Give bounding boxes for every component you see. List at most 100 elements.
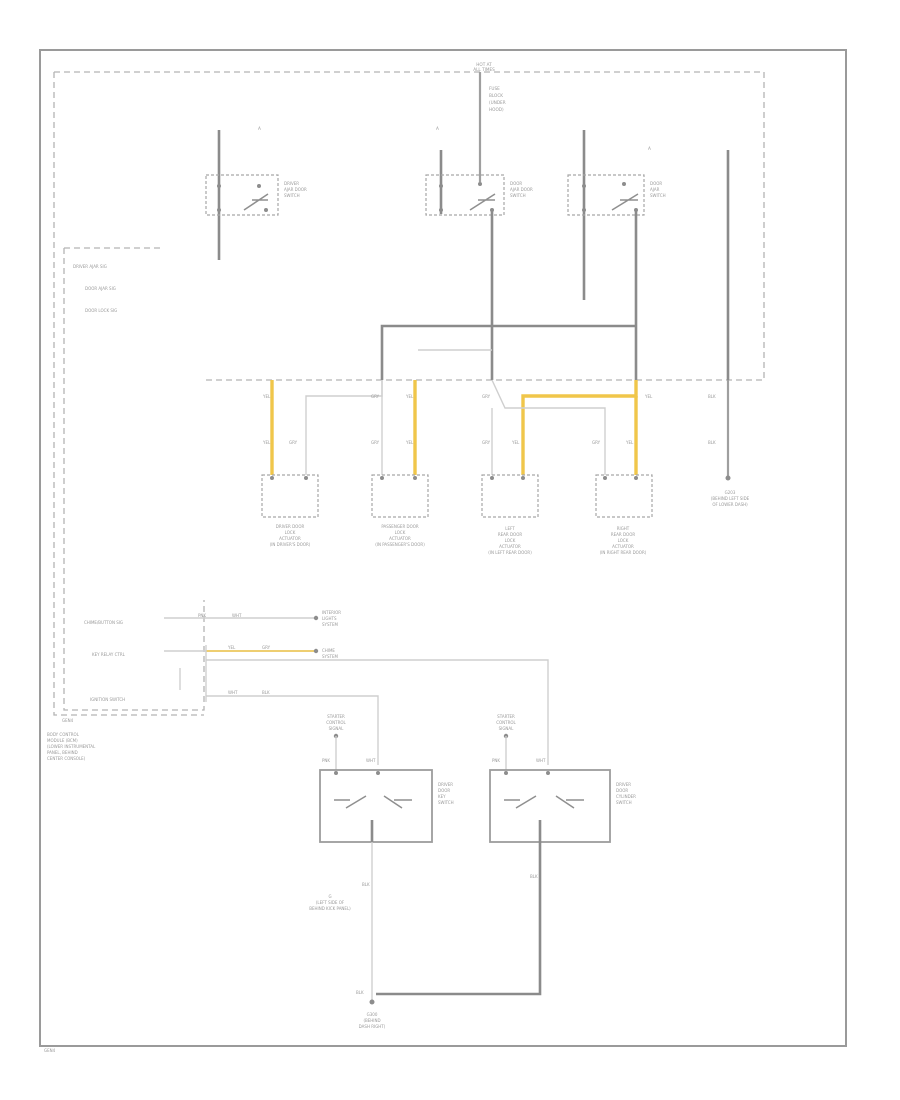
key-switch: DRIVER DOOR KEY SWITCH — [319, 769, 454, 843]
svg-text:REAR DOOR: REAR DOOR — [611, 532, 635, 537]
chime-wire-code: PNK — [198, 613, 206, 618]
corner-tag: GEN4 — [44, 1048, 56, 1053]
svg-text:MODULE (BCM): MODULE (BCM) — [47, 738, 78, 743]
svg-text:GRY: GRY — [482, 394, 491, 399]
door-switch-3: DOOR AJAR SWITCH — [567, 130, 666, 300]
svg-text:(LEFT SIDE OF: (LEFT SIDE OF — [316, 900, 345, 905]
sig-chime: CHIME/BUTTON SIG — [84, 620, 123, 625]
svg-text:SYSTEM: SYSTEM — [322, 654, 338, 659]
bcm-outline — [54, 71, 765, 381]
ground-code-2: BLK — [530, 874, 538, 879]
svg-text:BLK: BLK — [708, 394, 716, 399]
svg-text:YEL: YEL — [405, 394, 414, 399]
svg-text:AJAR DOOR: AJAR DOOR — [510, 187, 533, 192]
chime-wire-code-2: WHT — [232, 613, 242, 618]
svg-text:CHIME: CHIME — [322, 648, 335, 653]
wire-codes: YEL YEL GRY GRY YEL GRY YEL GRY GRY YEL … — [262, 394, 716, 445]
bottom-ground-label: G300 (BEHIND DASH RIGHT) — [359, 1012, 386, 1029]
sig-door-ajar: DOOR AJAR SIG — [85, 286, 116, 291]
svg-text:BODY CONTROL: BODY CONTROL — [47, 732, 80, 737]
ground-path-2 — [376, 842, 542, 996]
svg-text:YEL: YEL — [262, 394, 271, 399]
svg-text:BLOCK: BLOCK — [489, 93, 503, 98]
svg-text:REAR DOOR: REAR DOOR — [498, 532, 522, 537]
svg-text:(BEHIND LEFT SIDE: (BEHIND LEFT SIDE — [711, 496, 750, 501]
svg-text:CENTER CONSOLE): CENTER CONSOLE) — [47, 756, 86, 761]
svg-text:SWITCH: SWITCH — [284, 193, 300, 198]
sw-wire-code-1: PNK — [322, 758, 330, 763]
svg-text:AJAR DOOR: AJAR DOOR — [284, 187, 307, 192]
svg-text:G203: G203 — [725, 490, 736, 495]
svg-text:SWITCH: SWITCH — [650, 193, 666, 198]
bottom-ground-dot — [369, 999, 375, 1005]
ign-wire — [206, 695, 379, 765]
svg-text:(IN LEFT REAR DOOR): (IN LEFT REAR DOOR) — [488, 550, 532, 555]
svg-text:(BEHIND: (BEHIND — [363, 1018, 380, 1023]
svg-text:KEY: KEY — [438, 794, 446, 799]
svg-text:YEL: YEL — [511, 440, 520, 445]
chime-label: INTERIOR LIGHTS SYSTEM — [322, 610, 341, 627]
svg-text:BLK: BLK — [708, 440, 716, 445]
svg-text:YEL: YEL — [625, 440, 634, 445]
gray-wire-3 — [491, 379, 606, 475]
lower-ground-label: G (LEFT SIDE OF BEHIND KICK PANEL) — [309, 894, 351, 911]
sig-key-relay: KEY RELAY CTRL — [92, 652, 126, 657]
svg-text:STARTER: STARTER — [497, 714, 515, 719]
door-switch-1: DRIVER AJAR DOOR SWITCH — [205, 130, 307, 260]
svg-text:GRY: GRY — [289, 440, 298, 445]
svg-text:DASH RIGHT): DASH RIGHT) — [359, 1024, 386, 1029]
sw-wire-code-4: WHT — [536, 758, 546, 763]
svg-text:SWITCH: SWITCH — [438, 800, 454, 805]
svg-text:GRY: GRY — [592, 440, 601, 445]
svg-text:(UNDER: (UNDER — [489, 100, 506, 105]
svg-text:GRY: GRY — [371, 394, 380, 399]
fuse-sub: FUSE BLOCK (UNDER HOOD) — [489, 86, 506, 112]
svg-text:GRY: GRY — [482, 440, 491, 445]
fuse-label-1: HOT AT — [476, 62, 492, 67]
ground-dot-r — [725, 475, 731, 481]
svg-text:BEHIND KICK PANEL): BEHIND KICK PANEL) — [309, 906, 351, 911]
sw3-pin: A — [648, 146, 651, 151]
svg-text:SIGNAL: SIGNAL — [499, 726, 515, 731]
svg-text:GEN4: GEN4 — [62, 718, 74, 723]
svg-text:(IN RIGHT REAR DOOR): (IN RIGHT REAR DOOR) — [600, 550, 647, 555]
svg-text:YEL: YEL — [644, 394, 653, 399]
ground-code-1: BLK — [362, 882, 370, 887]
sw-wire-code-2: WHT — [366, 758, 376, 763]
svg-text:ACTUATOR: ACTUATOR — [612, 544, 634, 549]
bcm-outline-left — [53, 72, 204, 716]
svg-text:G: G — [328, 894, 331, 899]
sw1-pin: A — [258, 126, 261, 131]
svg-text:CYLINDER: CYLINDER — [616, 794, 636, 799]
svg-text:G300: G300 — [367, 1012, 378, 1017]
svg-text:SWITCH: SWITCH — [510, 193, 526, 198]
svg-text:PANEL, BEHIND: PANEL, BEHIND — [47, 750, 78, 755]
svg-text:YEL: YEL — [405, 440, 414, 445]
ground-label-r: G203 (BEHIND LEFT SIDE OF LOWER DASH) — [711, 490, 750, 507]
sw2-pin: A — [436, 126, 439, 131]
svg-text:YEL: YEL — [262, 440, 271, 445]
svg-text:INTERIOR: INTERIOR — [322, 610, 341, 615]
svg-text:AJAR: AJAR — [650, 187, 660, 192]
bcm-label: GEN4 BODY CONTROL MODULE (BCM) (LOWER IN… — [47, 718, 96, 761]
key-wire-code: YEL — [227, 645, 236, 650]
fuse-label-2: ALL TIMES — [473, 67, 495, 72]
svg-text:SWITCH: SWITCH — [616, 800, 632, 805]
cylinder-switch: DRIVER DOOR CYLINDER SWITCH — [489, 769, 636, 843]
svg-text:DRIVER: DRIVER — [438, 782, 453, 787]
svg-text:DOOR: DOOR — [616, 788, 628, 793]
svg-text:LOCK: LOCK — [285, 530, 296, 535]
svg-text:(LOWER INSTRUMENTAL: (LOWER INSTRUMENTAL — [47, 744, 96, 749]
diagram-frame — [39, 49, 847, 1047]
actuator-left-rear: LEFT REAR DOOR LOCK ACTUATOR (IN LEFT RE… — [481, 474, 539, 555]
key-wire-b — [206, 659, 549, 765]
svg-text:CONTROL: CONTROL — [496, 720, 516, 725]
yel-wire-3 — [521, 380, 638, 475]
svg-text:DRIVER DOOR: DRIVER DOOR — [276, 524, 305, 529]
svg-text:DRIVER: DRIVER — [616, 782, 631, 787]
svg-text:LEFT: LEFT — [505, 526, 515, 531]
svg-text:DOOR: DOOR — [650, 181, 662, 186]
actuator-passenger: PASSENGER DOOR LOCK ACTUATOR (IN PASSENG… — [371, 474, 429, 547]
sig-ignition: IGNITION SWITCH — [90, 697, 125, 702]
